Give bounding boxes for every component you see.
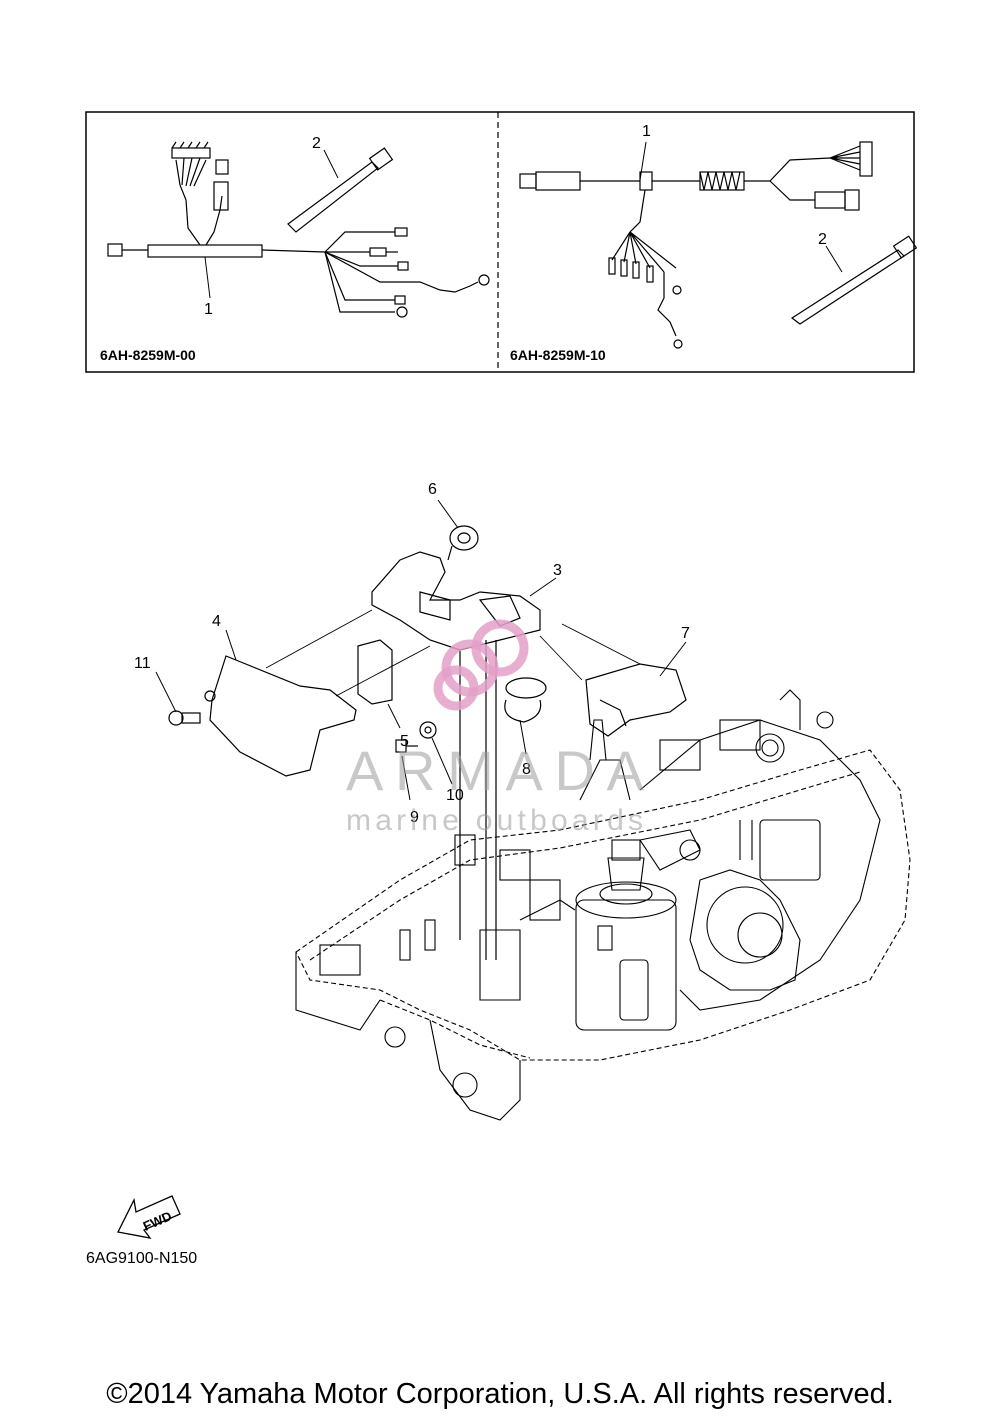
- leader-right-2: [825, 245, 843, 273]
- callout-left-1: 1: [204, 301, 213, 318]
- callout-10: 10: [446, 787, 464, 804]
- callout-right-2: 2: [818, 231, 827, 248]
- fwd-arrow-icon: [117, 1195, 181, 1239]
- leader-left-1: [204, 256, 211, 299]
- left-panel-code: 6AH-8259M-00: [100, 347, 196, 363]
- left-cable-tie-drawing: [287, 147, 394, 233]
- bracket-assembly-drawing: [168, 525, 687, 960]
- left-harness-drawing: [107, 141, 490, 318]
- right-panel-code: 6AH-8259M-10: [510, 347, 606, 363]
- callout-8: 8: [522, 761, 531, 778]
- callout-4: 4: [212, 613, 221, 630]
- watermark-title: ARMADA: [346, 739, 646, 802]
- leader-right-1: [639, 141, 647, 181]
- watermark-subtitle: marine outboards: [346, 804, 646, 837]
- callout-left-2: 2: [312, 135, 321, 152]
- callout-leaders: [155, 499, 687, 801]
- watermark-logo-icon: [433, 619, 529, 711]
- copyright-notice: ©2014 Yamaha Motor Corporation, U.S.A. A…: [106, 1378, 894, 1410]
- callout-11: 11: [134, 655, 151, 672]
- right-harness-drawing: [519, 141, 873, 349]
- diagram-code: 6AG9100-N150: [86, 1250, 198, 1267]
- armada-watermark: ARMADA marine outboards: [346, 619, 646, 837]
- fwd-label: FWD: [141, 1208, 174, 1234]
- callout-3: 3: [553, 562, 562, 579]
- wiring-harness-inset: 1 2 6AH-8259M-00: [85, 111, 918, 373]
- callout-9: 9: [410, 809, 419, 826]
- callout-5: 5: [400, 733, 409, 750]
- right-cable-tie-drawing: [790, 235, 918, 325]
- leader-left-2: [323, 149, 339, 179]
- engine-drawing: [295, 689, 911, 1121]
- inset-frame: [85, 111, 915, 373]
- callout-right-1: 1: [642, 123, 651, 140]
- callout-7: 7: [681, 625, 690, 642]
- callout-6: 6: [428, 481, 437, 498]
